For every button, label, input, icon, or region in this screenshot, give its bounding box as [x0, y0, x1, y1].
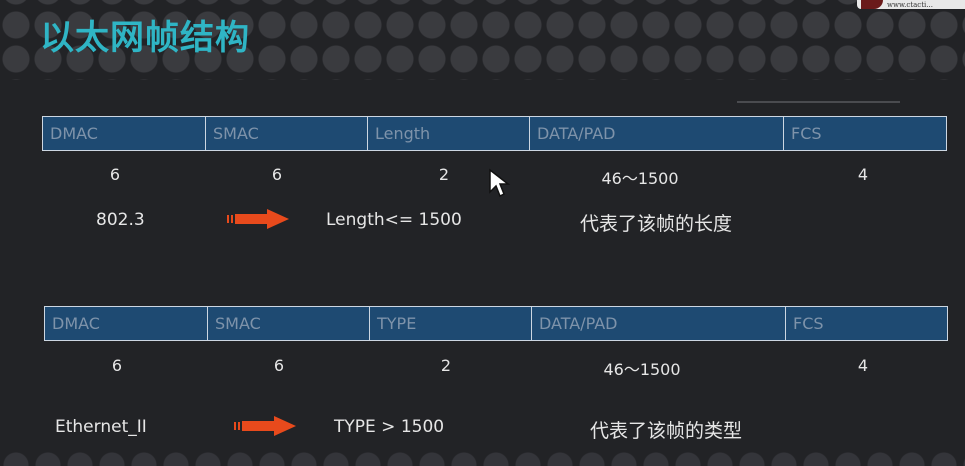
- watermark-text: www.ctacti...: [887, 0, 933, 9]
- watermark-logo: www.ctacti...: [857, 0, 965, 9]
- field-dmac: DMAC: [43, 117, 206, 150]
- field-fcs: FCS: [793, 314, 824, 333]
- size-fcs: 4: [857, 165, 869, 184]
- size-data-pad: 46～1500: [601, 169, 679, 188]
- field-length: Length: [368, 117, 530, 150]
- meaning-8023: 代表了该帧的长度: [580, 213, 733, 235]
- field-type: TYPE: [370, 307, 532, 340]
- field-fcs: FCS: [791, 124, 822, 143]
- frame-table-ethernet2: DMAC SMAC TYPE DATA/PAD FCS: [44, 306, 948, 341]
- frame-type-ethernet2: Ethernet_II: [55, 417, 147, 437]
- field-smac: SMAC: [208, 307, 370, 340]
- right-arrow-icon: [234, 416, 296, 436]
- background-dot-pattern-bottom: [0, 448, 965, 466]
- size-smac: 6: [273, 356, 285, 375]
- field-dmac: DMAC: [45, 307, 208, 340]
- field-smac: SMAC: [206, 117, 368, 150]
- size-type: 2: [440, 356, 452, 375]
- slide-title: 以太网帧结构: [40, 18, 250, 58]
- size-dmac: 6: [111, 356, 123, 375]
- mouse-cursor-icon: [489, 168, 511, 198]
- field-data-pad: DATA/PAD: [530, 117, 784, 150]
- size-smac: 6: [271, 165, 283, 184]
- meaning-ethernet2: 代表了该帧的类型: [590, 420, 743, 442]
- right-arrow-icon: [227, 209, 289, 229]
- condition-8023: Length<= 1500: [326, 210, 462, 230]
- size-length: 2: [438, 165, 450, 184]
- frame-type-8023: 802.3: [96, 210, 145, 230]
- size-dmac: 6: [109, 165, 121, 184]
- background-dot-pattern-top: [0, 0, 965, 80]
- field-sizes-8023: 6 6 2 46～1500 4: [0, 165, 965, 188]
- size-fcs: 4: [857, 356, 869, 375]
- frame-table-8023: DMAC SMAC Length DATA/PAD FCS: [42, 116, 947, 151]
- field-sizes-ethernet2: 6 6 2 46～1500 4: [0, 356, 965, 379]
- decorative-line: [737, 101, 900, 103]
- logo-mark-icon: [861, 0, 883, 9]
- size-data-pad: 46～1500: [603, 360, 681, 379]
- condition-ethernet2: TYPE > 1500: [334, 417, 445, 437]
- field-data-pad: DATA/PAD: [532, 307, 786, 340]
